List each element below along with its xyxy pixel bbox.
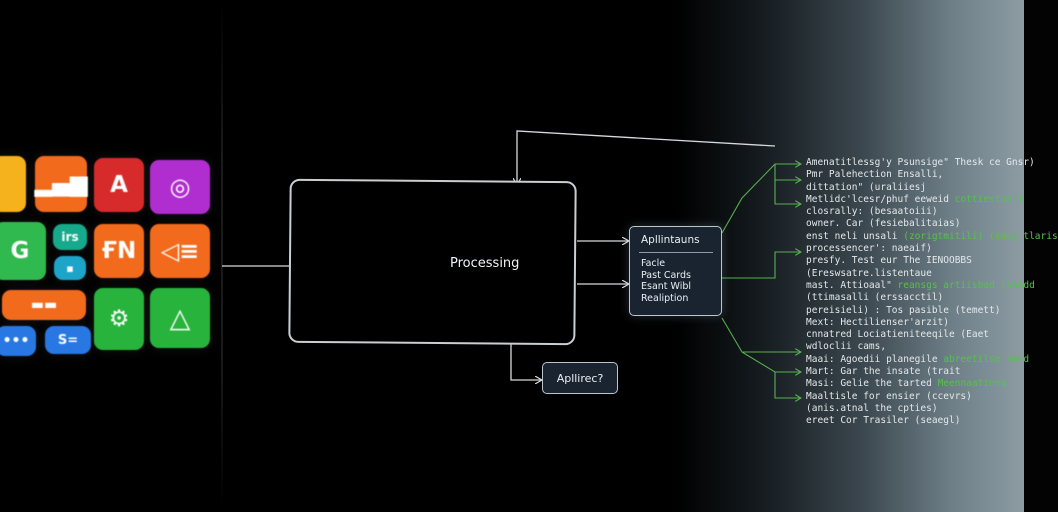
code-branch-7	[774, 372, 800, 398]
code-line: dittation" (uraliiesj	[806, 181, 927, 193]
small-teal-app-icon[interactable]: ▪	[54, 256, 86, 280]
code-branch-4	[722, 252, 800, 279]
code-line: (anis.atnal the cpties)	[806, 402, 938, 414]
code-line: Metlidc'lcesr/phuf eeweid cottiestom:1	[806, 193, 1024, 205]
diagram-connectors	[222, 130, 1024, 512]
code-branch-3	[774, 164, 800, 204]
robot-app-icon[interactable]: ⚙	[94, 288, 144, 350]
code-line: Masi: Gelie the tarted Meennaatinea	[806, 378, 1007, 390]
irs-app-icon[interactable]: irs	[53, 224, 87, 250]
applications-item: Esant Wibl	[641, 281, 692, 292]
applications-item: Realiption	[641, 292, 689, 304]
dots-app-icon[interactable]: •••	[0, 326, 36, 356]
query-connector	[510, 338, 541, 380]
code-branch-5	[721, 317, 800, 352]
code-line: Mext: Hectilienser'arzit)	[806, 316, 949, 328]
applications-node: Apllintauns Facle Past Cards Esant Wibl …	[629, 226, 722, 316]
code-line: Amenatitlessg'y Psunsige" Thesk ce Gnsr)	[806, 157, 1035, 168]
applications-title: Apllintauns	[641, 234, 700, 246]
code-line: enst neli unsali (zorigtmitili) (savy tl…	[806, 230, 1058, 242]
code-line: presfy. Test eur The IENOOBBS	[806, 255, 972, 267]
code-branch-1	[721, 164, 800, 234]
s-app-icon[interactable]: S=	[45, 326, 91, 354]
query-node: Apllirec?	[542, 362, 618, 394]
applications-separator	[639, 252, 713, 253]
a-logo-app-icon[interactable]: A	[94, 158, 144, 212]
applications-item: Facle	[641, 258, 666, 269]
code-branch-6	[741, 351, 800, 372]
code-line: ereet Cor Trasiler (seaegl)	[806, 415, 961, 427]
applications-item: Past Cards	[641, 269, 691, 281]
code-line: wdloclii cams,	[806, 341, 887, 353]
triangle-app-icon[interactable]: △	[150, 288, 210, 348]
code-line: owner. Car (fesiebalitaias)	[806, 218, 961, 230]
panel-divider	[221, 0, 223, 512]
code-line: pereisieli) : Tos pasible (temett)	[806, 304, 1001, 316]
code-line: (Ereswsatre.listentaue	[806, 267, 932, 279]
query-label: Apllirec?	[556, 371, 604, 385]
processing-node	[288, 178, 577, 346]
code-line: (ttimasalli (erssacctil)	[806, 292, 944, 304]
code-line: Maai: Agoedii planegile abreetilse (mrd	[806, 353, 1030, 365]
code-line: Mart: Gar the insate (trait	[806, 366, 961, 378]
processing-label: Processing	[450, 256, 520, 271]
chart-app-icon[interactable]: ▂▄▆	[34, 156, 88, 212]
code-line: Pmr Palehection Ensalli,	[806, 169, 944, 181]
fn-app-icon[interactable]: ҒN	[94, 224, 144, 278]
code-line: processencer': naeaif)	[806, 243, 932, 255]
feedback-connector	[517, 130, 776, 184]
globe-app-icon[interactable]: ◎	[150, 160, 210, 214]
code-line: cnnatred Lociatieniteeqile (Eaet	[806, 329, 990, 341]
code-line: closrally: (besaatoiii)	[806, 206, 938, 218]
apple-app-icon[interactable]	[0, 156, 26, 212]
bar-app-icon[interactable]: ▬▬	[2, 290, 86, 320]
arrow-app-icon[interactable]: ◁≡	[150, 224, 210, 278]
g-app-icon[interactable]: G	[0, 222, 46, 280]
code-line: Maaltisle for ensier (ccevrs)	[806, 390, 972, 402]
code-listing: Amenatitlessg'y Psunsige" Thesk ce Gnsr)…	[806, 157, 1058, 426]
code-line: mast. Attioaal" reansgs artiisbad (saedd	[806, 279, 1035, 291]
